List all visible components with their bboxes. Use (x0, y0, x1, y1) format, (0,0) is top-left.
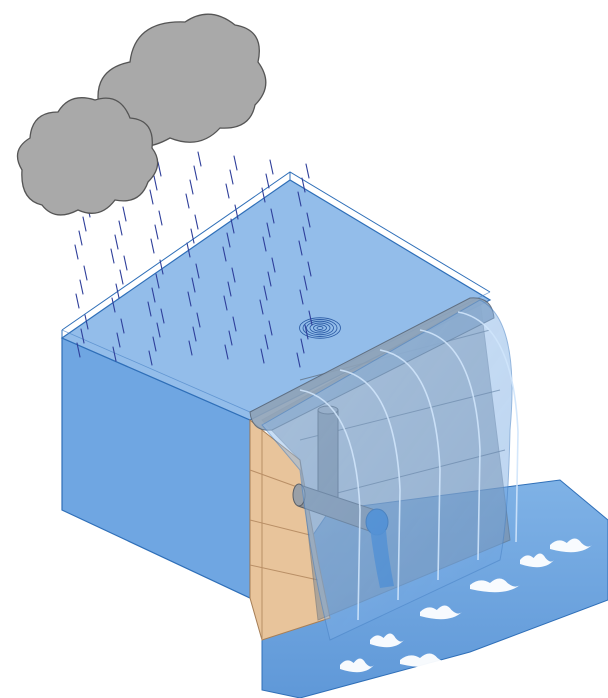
raindrop-icon (115, 235, 118, 249)
raindrop-icon (75, 245, 78, 259)
raindrop-icon (83, 217, 86, 231)
raindrop-icon (154, 176, 157, 190)
raindrop-icon (186, 194, 189, 208)
raindrop-icon (120, 270, 123, 284)
raindrop-icon (266, 174, 269, 188)
raindrop-icon (226, 184, 229, 198)
raindrop-icon (151, 239, 154, 253)
raindrop-icon (79, 231, 82, 245)
raindrop-icon (306, 164, 309, 178)
raindrop-icon (194, 166, 197, 180)
raindrop-icon (124, 256, 127, 270)
raindrop-icon (158, 162, 161, 176)
raindrop-icon (159, 211, 162, 225)
raindrop-icon (198, 152, 201, 166)
raindrop-icon (111, 249, 114, 263)
storm-cloud-icon (18, 14, 266, 215)
raindrop-icon (80, 280, 83, 294)
raindrop-icon (76, 294, 79, 308)
raindrop-icon (190, 180, 193, 194)
raindrop-icon (150, 190, 153, 204)
raindrop-icon (119, 221, 122, 235)
raindrop-icon (234, 156, 237, 170)
raindrop-icon (270, 160, 273, 174)
raindrop-icon (230, 170, 233, 184)
raindrop-icon (84, 266, 87, 280)
raindrop-icon (195, 215, 198, 229)
raindrop-icon (155, 225, 158, 239)
raindrop-icon (123, 207, 126, 221)
